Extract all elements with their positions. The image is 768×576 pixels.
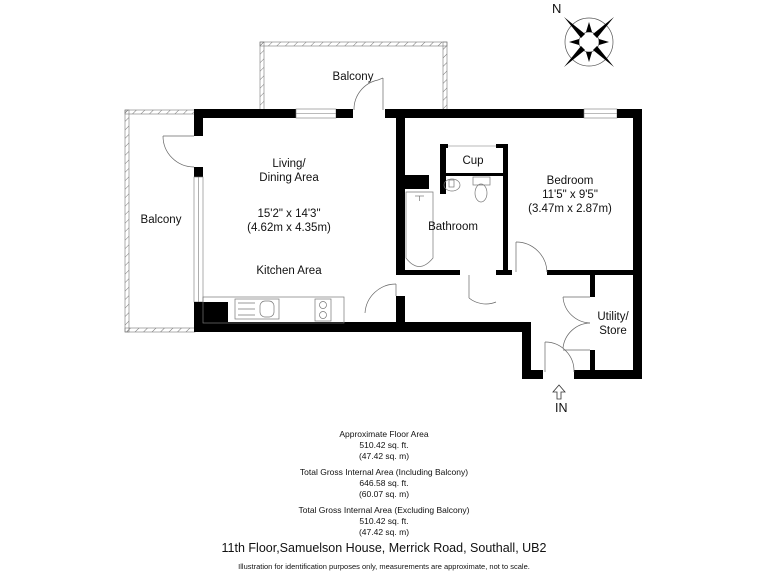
disclaimer: Illustration for identification purposes… [238,562,530,571]
living-room-label: Living/ Dining Area [259,157,318,185]
hob-icon [314,298,332,322]
utility-store-label: Utility/ Store [597,310,628,338]
gia-incl-sqm: (60.07 sq. m) [358,489,410,499]
approx-floor-title: Approximate Floor Area [339,429,429,439]
entrance-label: IN [555,401,568,415]
compass-icon [564,17,614,67]
doors [162,77,591,373]
balcony-left-label: Balcony [140,214,182,226]
fixtures [202,176,491,324]
gia-incl-title: Total Gross Internal Area (Including Bal… [299,467,469,477]
entrance-arrow-icon [552,384,566,400]
kitchen-label: Kitchen Area [256,265,322,277]
toilet-icon [472,176,491,186]
bedroom-label: Bedroom 11'5" x 9'5" (3.47m x 2.87m) [528,174,612,216]
kitchen-counter [202,296,345,324]
living-name-line1: Living/ [272,158,306,170]
gia-excluding-balcony: Total Gross Internal Area (Excluding Bal… [0,505,768,538]
bathroom-label: Bathroom [428,221,478,233]
gia-excl-sqft: 510.42 sq. ft. [359,516,409,526]
bath-icon [405,191,434,267]
gia-excl-sqm: (47.42 sq. m) [358,527,410,537]
sink-icon [234,298,280,320]
utility-name-line1: Utility/ [597,311,629,323]
gia-incl-sqft: 646.58 sq. ft. [359,478,409,488]
interior-walls [396,109,642,375]
area-summary: Approximate Floor Area 510.42 sq. ft. (4… [0,429,768,543]
basin-icon [443,178,461,192]
cupboard-label: Cup [462,155,484,167]
living-dim-metric: (4.62m x 4.35m) [247,222,331,234]
north-label: N [552,1,562,16]
bedroom-dim-metric: (3.47m x 2.87m) [528,203,612,215]
bedroom-dim-imperial: 11'5" x 9'5" [542,189,598,201]
utility-name-line2: Store [599,325,627,337]
living-room-dimensions: 15'2" x 14'3" (4.62m x 4.35m) [247,207,331,235]
property-address: 11th Floor,Samuelson House, Merrick Road… [221,541,547,555]
living-dim-imperial: 15'2" x 14'3" [257,208,321,220]
approx-floor-sqft: 510.42 sq. ft. [359,440,409,450]
gia-including-balcony: Total Gross Internal Area (Including Bal… [0,467,768,500]
gia-excl-title: Total Gross Internal Area (Excluding Bal… [298,505,470,515]
living-name-line2: Dining Area [259,172,319,184]
approx-floor-sqm: (47.42 sq. m) [358,451,410,461]
balcony-left [124,109,196,333]
approx-floor-area: Approximate Floor Area 510.42 sq. ft. (4… [0,429,768,462]
exterior-walls [193,108,642,379]
balcony-top-label: Balcony [332,71,374,83]
bedroom-name: Bedroom [546,175,594,187]
